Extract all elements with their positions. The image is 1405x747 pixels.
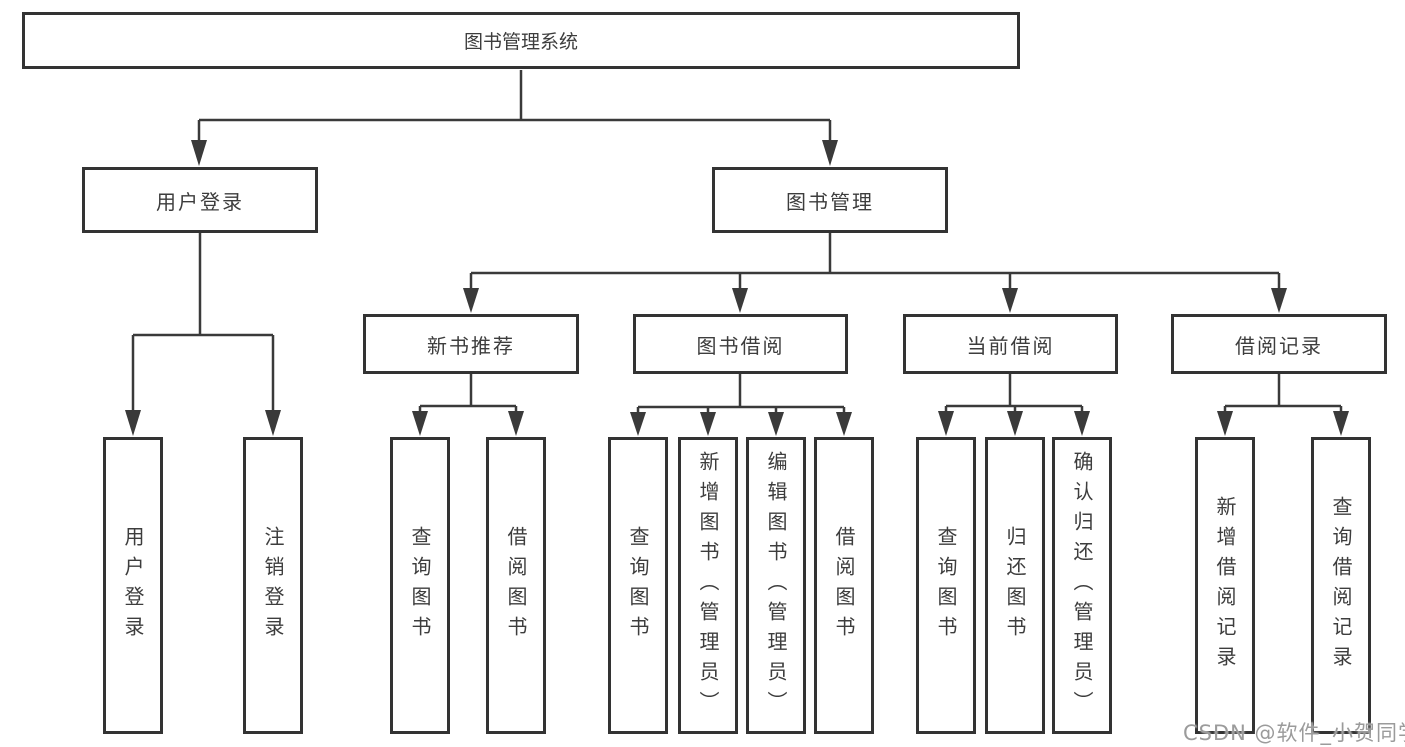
- node-borrowing-records: 借阅记录: [1171, 314, 1387, 374]
- leaf-query-borrow-record: 查询借阅记录: [1311, 437, 1371, 734]
- node-book-borrowing: 图书借阅: [633, 314, 848, 374]
- leaf-borrow-books-borrowing: 借阅图书: [814, 437, 874, 734]
- leaf-query-books-current: 查询图书: [916, 437, 976, 734]
- node-user-login: 用户登录: [82, 167, 318, 233]
- leaf-add-borrow-record: 新增借阅记录: [1195, 437, 1255, 734]
- leaf-user-login: 用户登录: [103, 437, 163, 734]
- leaf-add-book-admin: 新增图书（管理员）: [678, 437, 738, 734]
- leaf-edit-book-admin: 编辑图书（管理员）: [746, 437, 806, 734]
- node-new-book-recommendation: 新书推荐: [363, 314, 579, 374]
- leaf-query-books-borrowing: 查询图书: [608, 437, 668, 734]
- node-current-borrowing: 当前借阅: [903, 314, 1118, 374]
- node-book-management: 图书管理: [712, 167, 948, 233]
- leaf-confirm-return-admin: 确认归还（管理员）: [1052, 437, 1112, 734]
- leaf-logout: 注销登录: [243, 437, 303, 734]
- leaf-query-books-recommend: 查询图书: [390, 437, 450, 734]
- leaf-return-books: 归还图书: [985, 437, 1045, 734]
- leaf-borrow-books-recommend: 借阅图书: [486, 437, 546, 734]
- watermark-text: CSDN @软件_小贺同学: [1183, 721, 1405, 745]
- node-library-management-system: 图书管理系统: [22, 12, 1020, 69]
